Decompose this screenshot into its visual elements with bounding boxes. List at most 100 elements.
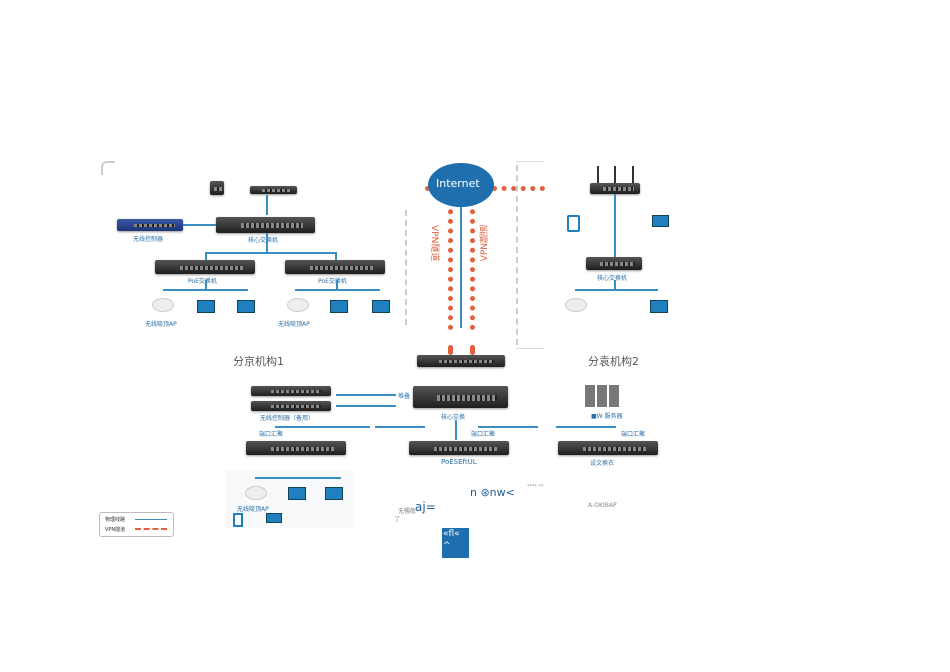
- branch1-border: [405, 210, 407, 325]
- pc-icon: [237, 300, 255, 313]
- link-line: [205, 252, 335, 254]
- wireless-controller-label: 无线控制器: [133, 236, 164, 243]
- hq-router: [417, 355, 505, 367]
- link-line: [460, 190, 462, 328]
- link-line: [556, 426, 616, 428]
- link-line: [255, 477, 341, 479]
- wireless-controller: [117, 219, 183, 231]
- pc-icon: [372, 300, 390, 313]
- branch1-frame: [101, 161, 115, 175]
- internet-cloud: [428, 163, 494, 207]
- link-line: [205, 280, 207, 290]
- laptop-icon: [266, 513, 282, 523]
- server-label: ■W 服务器: [591, 413, 623, 420]
- tablet-icon: [233, 513, 243, 527]
- legend: 物理线路 VPN隧道: [99, 512, 174, 537]
- ap-1-label: 无线吸顶AP: [145, 321, 177, 328]
- internet-label: Internet: [436, 177, 480, 190]
- link-line: [478, 426, 538, 428]
- link-line: [205, 252, 207, 260]
- antenna-icon: [614, 166, 616, 183]
- poe-switch-2: [285, 260, 385, 274]
- pc-icon: [330, 300, 348, 313]
- controller-backup: [251, 401, 331, 411]
- branch2-border: [516, 165, 518, 345]
- link-line: [336, 280, 338, 290]
- ceiling-ap-4: [245, 486, 267, 500]
- vpn-tunnel-right-end: [470, 345, 475, 355]
- link-line: [335, 252, 337, 260]
- hq-core-switch: [413, 386, 508, 408]
- poe-hq-label: PoESEftUL: [441, 458, 477, 466]
- antenna-icon: [597, 166, 599, 183]
- branch2-core-label: 核心交换机: [597, 275, 628, 282]
- link-line: [183, 224, 216, 226]
- legend-vpn-line: [135, 528, 167, 530]
- tablet-icon: [567, 215, 580, 232]
- ap-2-label: 无线吸顶AP: [278, 321, 310, 328]
- pc-icon: [650, 300, 668, 313]
- link-line: [614, 280, 616, 290]
- vpn-label-2: VPN隧道: [480, 225, 490, 262]
- poe-switch-1-label: PoE交换机: [188, 278, 217, 285]
- link-line: [336, 394, 396, 396]
- ocr-text-5: 了: [394, 516, 401, 523]
- hq-core-label: 核心交换: [441, 414, 466, 421]
- link-line: [266, 195, 268, 215]
- controller-primary: [251, 386, 331, 396]
- server-icon: [585, 385, 621, 407]
- agg-label-3: 端口汇聚: [620, 431, 647, 438]
- poe-switch-hq: [409, 441, 509, 455]
- laptop-icon: [652, 215, 669, 227]
- link-line: [455, 420, 457, 440]
- stack-label: 堆叠: [398, 393, 411, 400]
- controller-backup-label: 无线控制器（备用）: [260, 415, 315, 422]
- link-line: [295, 289, 380, 291]
- branch1-title: 分京机构1: [233, 355, 284, 368]
- wireless-router: [590, 183, 640, 194]
- ocr-text-3: 无暢敬: [398, 508, 417, 515]
- link-line: [336, 405, 396, 407]
- poe-switch-1: [155, 260, 255, 274]
- modem-device: [210, 181, 224, 195]
- ceiling-ap-2: [287, 298, 309, 312]
- legend-vpn: VPN隧道: [105, 527, 126, 533]
- agg-label-2: 端口汇聚: [470, 431, 497, 438]
- legend-physical-line: [135, 519, 167, 520]
- vpn-tunnel-left: [448, 190, 453, 330]
- branch2-border-bottom: [516, 348, 544, 349]
- ceiling-ap-1: [152, 298, 174, 312]
- pc-icon: [288, 487, 306, 500]
- link-line: [575, 289, 658, 291]
- ocr-text-6: A-OKIBAP: [588, 502, 617, 509]
- vpn-tunnel-right: [470, 190, 475, 330]
- link-line: [163, 289, 248, 291]
- access-switch-1: [246, 441, 346, 455]
- agg-label-1: 端口汇聚: [258, 431, 285, 438]
- link-line: [614, 194, 616, 258]
- poe-switch-2-label: PoE交换机: [318, 278, 347, 285]
- link-line: [266, 233, 268, 253]
- blue-box-text-1: «fl«: [443, 529, 460, 539]
- hq-ap-label: 无线吸顶AP: [237, 506, 269, 513]
- access-switch-3: [558, 441, 658, 455]
- link-line: [375, 426, 425, 428]
- antenna-icon: [632, 166, 634, 183]
- pc-icon: [325, 487, 343, 500]
- legend-physical: 物理线路: [105, 517, 126, 523]
- router-device: [250, 186, 297, 194]
- vpn-label-1: VPN隧道: [429, 225, 439, 262]
- branch2-title: 分袁机构2: [588, 355, 639, 368]
- blue-box-text-2: ^: [443, 541, 451, 551]
- core-switch: [216, 217, 315, 233]
- vpn-tunnel-left-end: [448, 345, 453, 355]
- ocr-text-2: **** **: [527, 484, 544, 490]
- branch2-core-switch: [586, 257, 642, 270]
- branch2-border-top: [516, 161, 544, 164]
- ocr-text-4: aj=: [415, 500, 436, 514]
- link-line: [275, 426, 370, 428]
- ocr-text-1: n ⊛nw<: [470, 486, 515, 499]
- switch3-label: 设文换衣: [590, 460, 615, 467]
- pc-icon: [197, 300, 215, 313]
- core-switch-label: 核心交换机: [248, 237, 279, 244]
